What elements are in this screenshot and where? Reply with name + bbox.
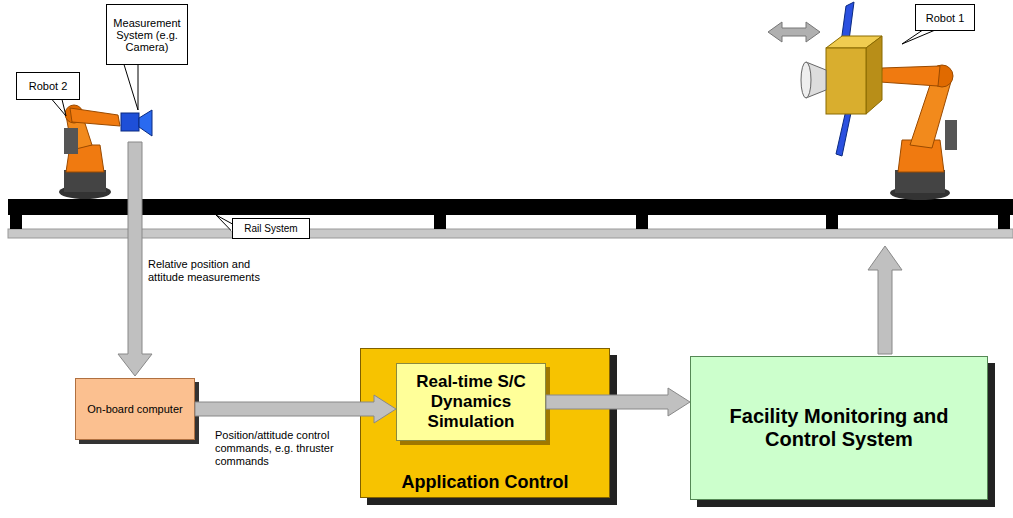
callout-box: Robot 2 (16, 72, 80, 100)
node-text: Rail System (244, 223, 297, 235)
rail-supports (10, 213, 1010, 229)
satellite (801, 2, 882, 156)
rail-beam (8, 199, 1013, 215)
robot-1 (880, 65, 957, 200)
robot-2 (59, 105, 120, 199)
node-text: On-board computer (87, 403, 182, 416)
callout-box: Rail System (232, 218, 310, 239)
camera (121, 110, 152, 136)
edge-label: Position/attitude control commands, e.g.… (215, 429, 355, 468)
command-arrow (868, 246, 902, 354)
annotation-label: Relative position and attitude measureme… (148, 258, 260, 284)
measurement-arrow (118, 142, 152, 376)
node-text: Facility Monitoring and Control System (695, 405, 983, 451)
callout-box: Robot 1 (915, 4, 975, 31)
callout-box: Measurement System (e.g. Camera) (106, 4, 188, 65)
node-text: Real-time S/C Dynamics Simulation (401, 372, 541, 432)
node-text: Measurement System (e.g. Camera) (109, 17, 185, 53)
rail-track (8, 229, 1013, 238)
container-box: Application Control Real-time S/C Dynamic… (360, 348, 610, 498)
motion-arrow (768, 22, 820, 42)
node-text: Robot 2 (29, 80, 68, 92)
process-box: Facility Monitoring and Control System (690, 356, 988, 500)
process-box: On-board computer (75, 378, 195, 440)
node-text: Application Control (402, 472, 569, 493)
node-text: Robot 1 (926, 12, 965, 24)
process-box: Real-time S/C Dynamics Simulation (396, 363, 546, 441)
